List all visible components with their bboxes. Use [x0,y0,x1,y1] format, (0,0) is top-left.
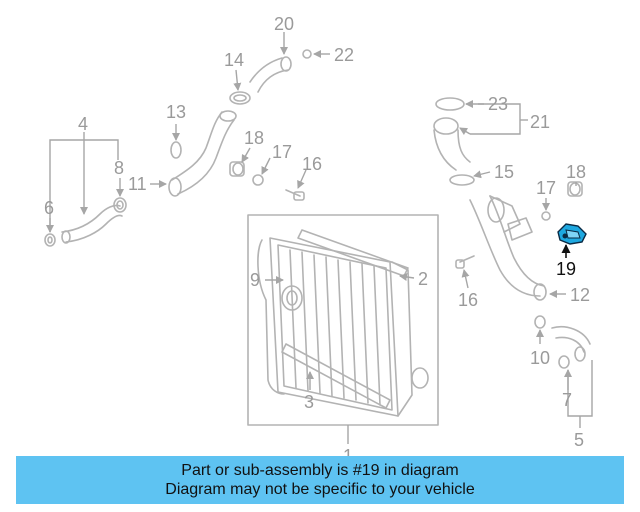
callout-23: 23 [488,94,508,114]
callout-labels: 1 2 3 4 5 6 7 8 9 10 11 12 13 14 15 16 1… [44,14,590,466]
callout-17-left: 17 [272,142,292,162]
callout-2: 2 [418,269,428,289]
intercooler-assembly [247,214,439,438]
callout-18-right: 18 [566,162,586,182]
callout-16-left: 16 [302,154,322,174]
callout-18-left: 18 [244,128,264,148]
callout-13: 13 [166,102,186,122]
callout-11: 11 [128,174,147,194]
callout-5: 5 [574,430,584,450]
info-banner: Part or sub-assembly is #19 in diagram D… [16,456,624,504]
leader-lines [46,32,593,444]
highlighted-part-19 [557,223,587,245]
right-small-hose [534,315,591,369]
callout-7: 7 [562,390,572,410]
callout-20: 20 [274,14,294,34]
callout-14: 14 [224,50,244,70]
callout-10: 10 [530,348,550,368]
left-small-parts [229,161,305,201]
callout-19: 19 [556,259,576,279]
right-pipe-assembly [433,97,583,301]
callout-21: 21 [530,112,550,132]
callout-12: 12 [570,285,590,305]
callout-9: 9 [250,270,260,290]
upper-left-pipe [168,49,312,197]
callout-4: 4 [78,114,88,134]
callout-16-right: 16 [458,290,478,310]
banner-line-1: Part or sub-assembly is #19 in diagram [181,462,459,479]
left-hose-parts [44,197,127,247]
banner-line-2: Diagram may not be specific to your vehi… [165,481,475,498]
callout-6: 6 [44,198,54,218]
callout-22: 22 [334,45,354,65]
callout-8: 8 [114,158,124,178]
callout-15: 15 [494,162,514,182]
callout-3: 3 [304,392,314,412]
callout-17-right: 17 [536,178,556,198]
